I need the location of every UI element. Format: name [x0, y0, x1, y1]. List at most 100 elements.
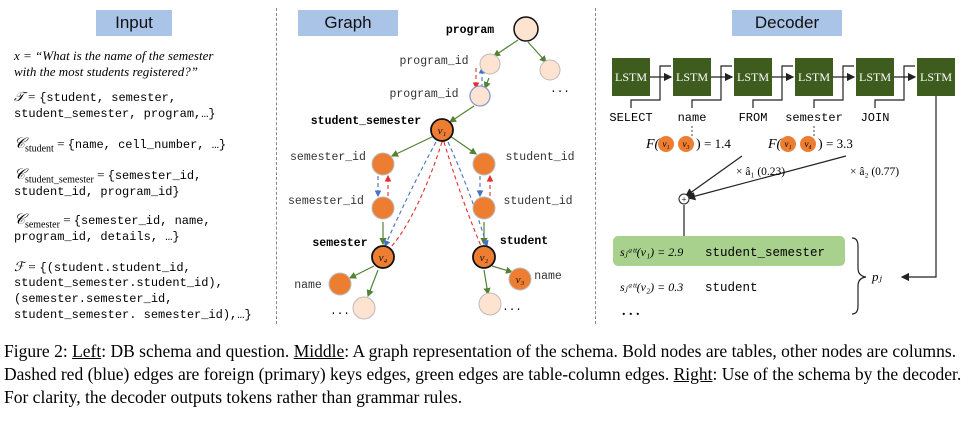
key-edges — [374, 66, 494, 249]
lstm-label-1: LSTM — [615, 70, 647, 84]
schema-graph: v₁ v₄ v₂ v₃ program program_id ... progr… — [288, 16, 575, 320]
tables-line-1: 𝒯 = {student, semester, — [14, 89, 177, 105]
token-from: FROM — [739, 111, 768, 125]
student-semester-node — [430, 118, 454, 142]
lstm-cell-2 — [673, 58, 711, 96]
program-ellipsis-node — [539, 59, 561, 81]
score-brace — [851, 237, 867, 315]
student-id-label-right: student_id — [505, 151, 574, 164]
ellipsis-right-label: ... — [502, 302, 522, 314]
f-line-1: ℱ = {(student.student_id, — [14, 259, 191, 275]
graph-header: Graph — [298, 10, 398, 36]
program-id-node-1 — [479, 53, 501, 75]
svg-text:v₄: v₄ — [804, 139, 811, 149]
token-semester: semester — [785, 111, 843, 125]
student-semester-label: student_semester — [311, 115, 422, 128]
name-node-right — [508, 267, 532, 291]
svg-text:): ) — [818, 137, 823, 152]
f1-node-b — [678, 136, 694, 152]
score-ellipsis: . . . — [622, 304, 640, 319]
right-divider — [595, 8, 596, 324]
student-id-node-right-2 — [472, 196, 496, 220]
svg-text:= 3.3: = 3.3 — [826, 136, 853, 151]
score-2-label: sⱼᵃᵗᵗ(v₂) = 0.3 — [620, 280, 683, 294]
alpha-2: × â₂ (0.77) — [850, 166, 899, 178]
decoder-header: Decoder — [732, 10, 842, 36]
pj-label: pⱼ — [871, 269, 883, 284]
svg-text:v₁: v₁ — [662, 139, 669, 149]
c-semester-line-1: 𝒞semester = {semester_id, name, — [14, 212, 211, 231]
v2-label: v₂ — [480, 252, 489, 264]
semester-id-node-left-2 — [371, 196, 395, 220]
f-formula-1: F( v₁ v₃ ) = 1.4 — [645, 136, 731, 152]
score-2-value: student — [705, 281, 758, 295]
svg-text:F(: F( — [645, 137, 661, 152]
program-label: program — [446, 24, 494, 37]
sum-node — [678, 193, 690, 205]
student-id-node-right — [472, 152, 496, 176]
student-node — [472, 245, 496, 269]
name-label-left: name — [294, 279, 322, 292]
semester-node — [371, 245, 395, 269]
name-label-right: name — [534, 270, 562, 283]
program-id-node-2 — [469, 85, 491, 107]
program-id-label-2: program_id — [389, 88, 458, 101]
highlight-score-box — [613, 236, 845, 266]
f-line-4: student_semester. semester_id),…} — [14, 308, 252, 322]
input-header: Input — [96, 10, 172, 36]
lstm-cell-3 — [734, 58, 772, 96]
figure-caption: Figure 2: Left: DB schema and question. … — [4, 341, 962, 407]
lstm-row: LSTM LSTM LSTM LSTM LSTM LSTM — [612, 58, 955, 96]
v1-label: v₁ — [438, 125, 447, 137]
c-student-line: 𝒞student = {name, cell_number, …} — [14, 136, 227, 155]
f-formula-2: F( v₁ v₄ ) = 3.3 — [767, 136, 853, 152]
student-ellipsis-node — [478, 292, 502, 316]
question-line-1: x = “What is the name of the semester — [14, 48, 214, 63]
semester-id-node-left — [371, 152, 395, 176]
decoder-tokens: SELECT name FROM semester JOIN — [609, 111, 889, 125]
lstm-cell-5 — [856, 58, 894, 96]
semester-id-label-left: semester_id — [290, 151, 366, 164]
program-id-label-1: program_id — [399, 55, 468, 68]
svg-text:v₃: v₃ — [682, 139, 689, 149]
v4-label: v₄ — [379, 252, 388, 264]
sum-node-plus: + — [681, 195, 686, 205]
alpha-1: × â₁ (0.23) — [736, 166, 785, 178]
semester-label: semester — [312, 237, 367, 250]
program-node — [513, 16, 539, 42]
lstm-label-2: LSTM — [676, 70, 708, 84]
f-line-2: student_semester.student_id), — [14, 276, 223, 290]
token-name: name — [678, 111, 707, 125]
svg-text:): ) — [696, 137, 701, 152]
lstm-label-3: LSTM — [737, 70, 769, 84]
semester-id-label-left-2: semester_id — [288, 195, 364, 208]
f1-node-a — [658, 136, 674, 152]
svg-text:v₁: v₁ — [784, 139, 791, 149]
tables-line-2: student_semester, program,…} — [14, 107, 216, 121]
decoder-diagram: LSTM LSTM LSTM LSTM LSTM LSTM SELECT nam… — [609, 58, 955, 319]
lstm-label-5: LSTM — [859, 70, 891, 84]
student-id-label-right-2: student_id — [503, 195, 572, 208]
v3-label: v₃ — [516, 274, 525, 286]
score-1-value: student_semester — [705, 246, 825, 260]
svg-text:= 1.4: = 1.4 — [704, 136, 731, 151]
left-divider — [276, 8, 277, 324]
semester-ellipsis-node — [352, 296, 376, 320]
lstm-label-6: LSTM — [920, 70, 952, 84]
f2-node-a — [780, 136, 796, 152]
lstm-label-4: LSTM — [798, 70, 830, 84]
c-student-semester-line-2: student_id, program_id} — [14, 185, 180, 199]
f2-node-b — [800, 136, 816, 152]
student-label: student — [500, 235, 548, 248]
token-links — [691, 126, 815, 136]
name-node-left — [328, 272, 352, 296]
svg-text:F(: F( — [767, 137, 783, 152]
lstm-cell-4 — [795, 58, 833, 96]
token-join: JOIN — [861, 111, 890, 125]
score-1-label: sⱼᵃᵗᵗ(v₁) = 2.9 — [620, 245, 683, 259]
question-line-2: with the most students registered?” — [14, 64, 198, 79]
lstm-cell-6 — [917, 58, 955, 96]
f-line-3: (semester.semester_id, — [14, 292, 173, 306]
token-select: SELECT — [609, 111, 652, 125]
ellipsis-left-label: ... — [330, 306, 350, 318]
